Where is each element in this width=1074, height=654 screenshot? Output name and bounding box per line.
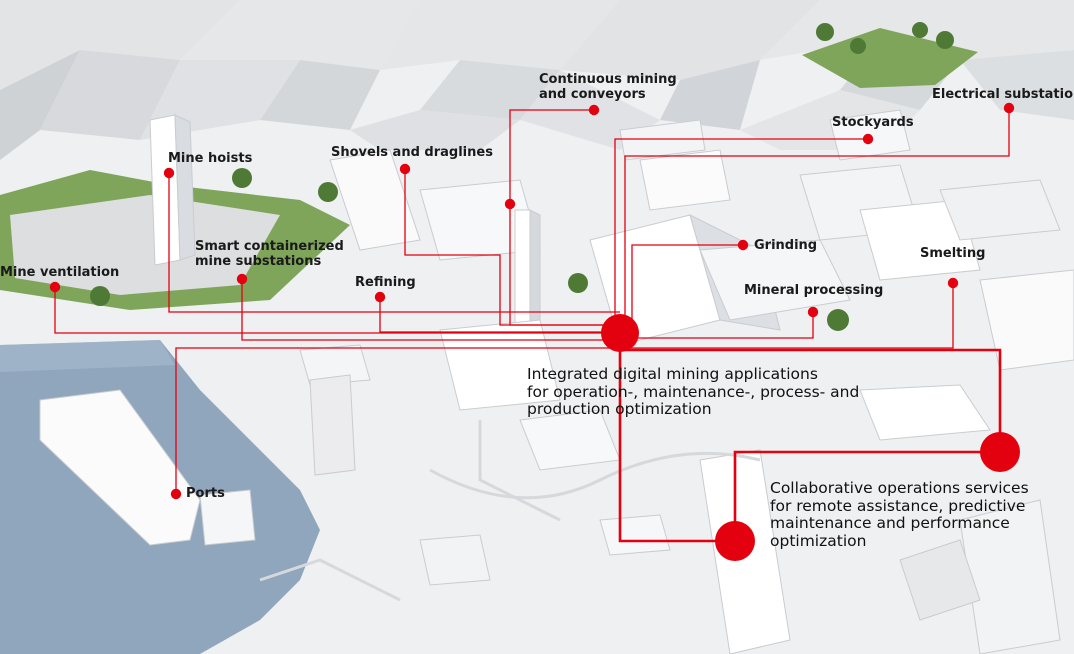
marker-conveyors-icon — [504, 198, 516, 210]
plant-buildings — [39, 109, 1074, 654]
marker-smelting-icon — [947, 277, 959, 289]
label-smart-substations: Smart containerized mine substations — [195, 239, 344, 269]
callout-collaborative-operations: Collaborative operations services for re… — [770, 479, 1029, 550]
label-stockyards: Stockyards — [832, 115, 914, 130]
label-smart-substations-line2: mine substations — [195, 254, 322, 269]
label-mineral-processing: Mineral processing — [744, 283, 884, 298]
marker-mine-ventilation-icon — [49, 281, 61, 293]
label-smart-substations-line1: Smart containerized — [195, 239, 344, 254]
label-grinding: Grinding — [754, 238, 818, 253]
marker-dots — [49, 102, 1015, 500]
marker-electrical-icon — [1003, 102, 1015, 114]
label-smelting: Smelting — [920, 246, 986, 261]
hub-integrated-icon — [601, 314, 639, 352]
label-mine-ventilation: Mine ventilation — [0, 265, 120, 280]
marker-ports-icon — [170, 488, 182, 500]
marker-grinding-icon — [737, 239, 749, 251]
hub-collaborative-right-icon — [980, 432, 1020, 472]
hub-collaborative-bottom-icon — [715, 521, 755, 561]
label-ports: Ports — [186, 486, 225, 501]
marker-shovels-icon — [399, 163, 411, 175]
roads — [259, 420, 761, 602]
hub-dots — [601, 314, 1020, 561]
marker-stockyards-icon — [862, 133, 874, 145]
label-continuous-line1: Continuous mining — [539, 72, 677, 87]
marker-refining-icon — [374, 291, 386, 303]
connector-lines — [54, 108, 1010, 494]
label-continuous-mining: Continuous mining and conveyors — [539, 72, 677, 102]
marker-mineral-processing-icon — [807, 306, 819, 318]
trees — [90, 22, 954, 331]
marker-smart-substations-icon — [236, 273, 248, 285]
marker-mine-hoists-icon — [163, 167, 175, 179]
label-electrical-substations: Electrical substations — [932, 87, 1074, 102]
label-refining: Refining — [355, 275, 416, 290]
callout-integrated-digital-mining: Integrated digital mining applications f… — [527, 365, 860, 418]
label-shovels: Shovels and draglines — [331, 145, 493, 160]
grass-area-top — [802, 28, 978, 88]
label-continuous-line2: and conveyors — [539, 87, 646, 102]
marker-continuous-mining-icon — [588, 104, 600, 116]
label-mine-hoists: Mine hoists — [168, 151, 253, 166]
